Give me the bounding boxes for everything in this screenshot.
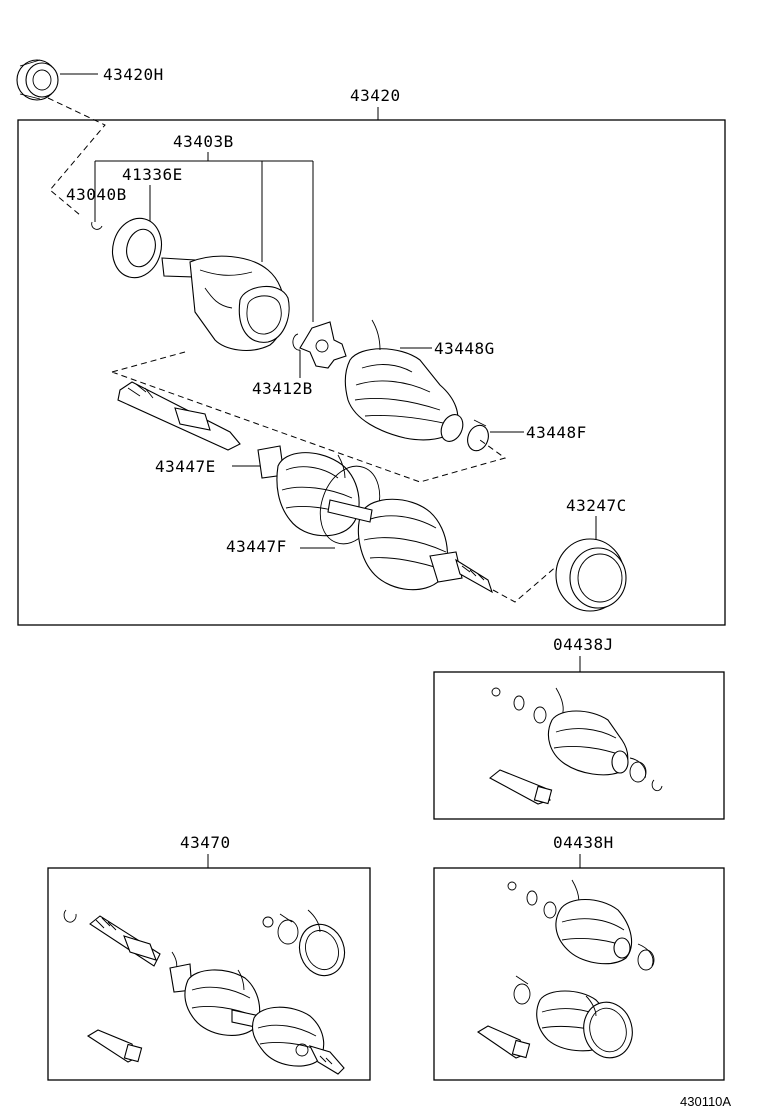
washer-part <box>112 217 162 279</box>
kit-box-43470 <box>47 867 371 1081</box>
snap-ring-part <box>91 221 103 230</box>
boot-kit-parts <box>489 687 663 805</box>
boot-kit-h-parts <box>476 879 655 1059</box>
kit-box-04438J <box>433 671 725 820</box>
outer-joint-housing-part <box>161 255 290 351</box>
tripod-part <box>299 321 347 369</box>
label-43448G: 43448G <box>434 339 495 358</box>
label-43040B: 43040B <box>66 185 127 204</box>
assembly-box-43420 <box>17 119 726 626</box>
label-43247C: 43247C <box>566 496 627 515</box>
label-43420: 43420 <box>350 86 401 105</box>
cv-joint-boot-part <box>327 498 493 594</box>
label-04438H: 04438H <box>553 833 614 852</box>
label-04438J: 04438J <box>553 635 614 654</box>
boot-clamp-part <box>467 419 489 452</box>
shaft-assembly-parts <box>63 909 346 1075</box>
label-43448F: 43448F <box>526 423 587 442</box>
inner-boot-part <box>344 319 464 442</box>
tone-ring-part <box>555 538 627 612</box>
kit-box-04438H <box>433 867 725 1081</box>
figure-reference: 430110A <box>680 1094 731 1109</box>
label-43412B: 43412B <box>252 379 313 398</box>
oil-seal-part <box>16 59 59 101</box>
label-43447E: 43447E <box>155 457 216 476</box>
label-41336E: 41336E <box>122 165 183 184</box>
circlip-part <box>292 333 301 351</box>
label-43470: 43470 <box>180 833 231 852</box>
label-43420H: 43420H <box>103 65 164 84</box>
label-43403B: 43403B <box>173 132 234 151</box>
label-43447F: 43447F <box>226 537 287 556</box>
drive-shaft-part <box>117 381 241 451</box>
